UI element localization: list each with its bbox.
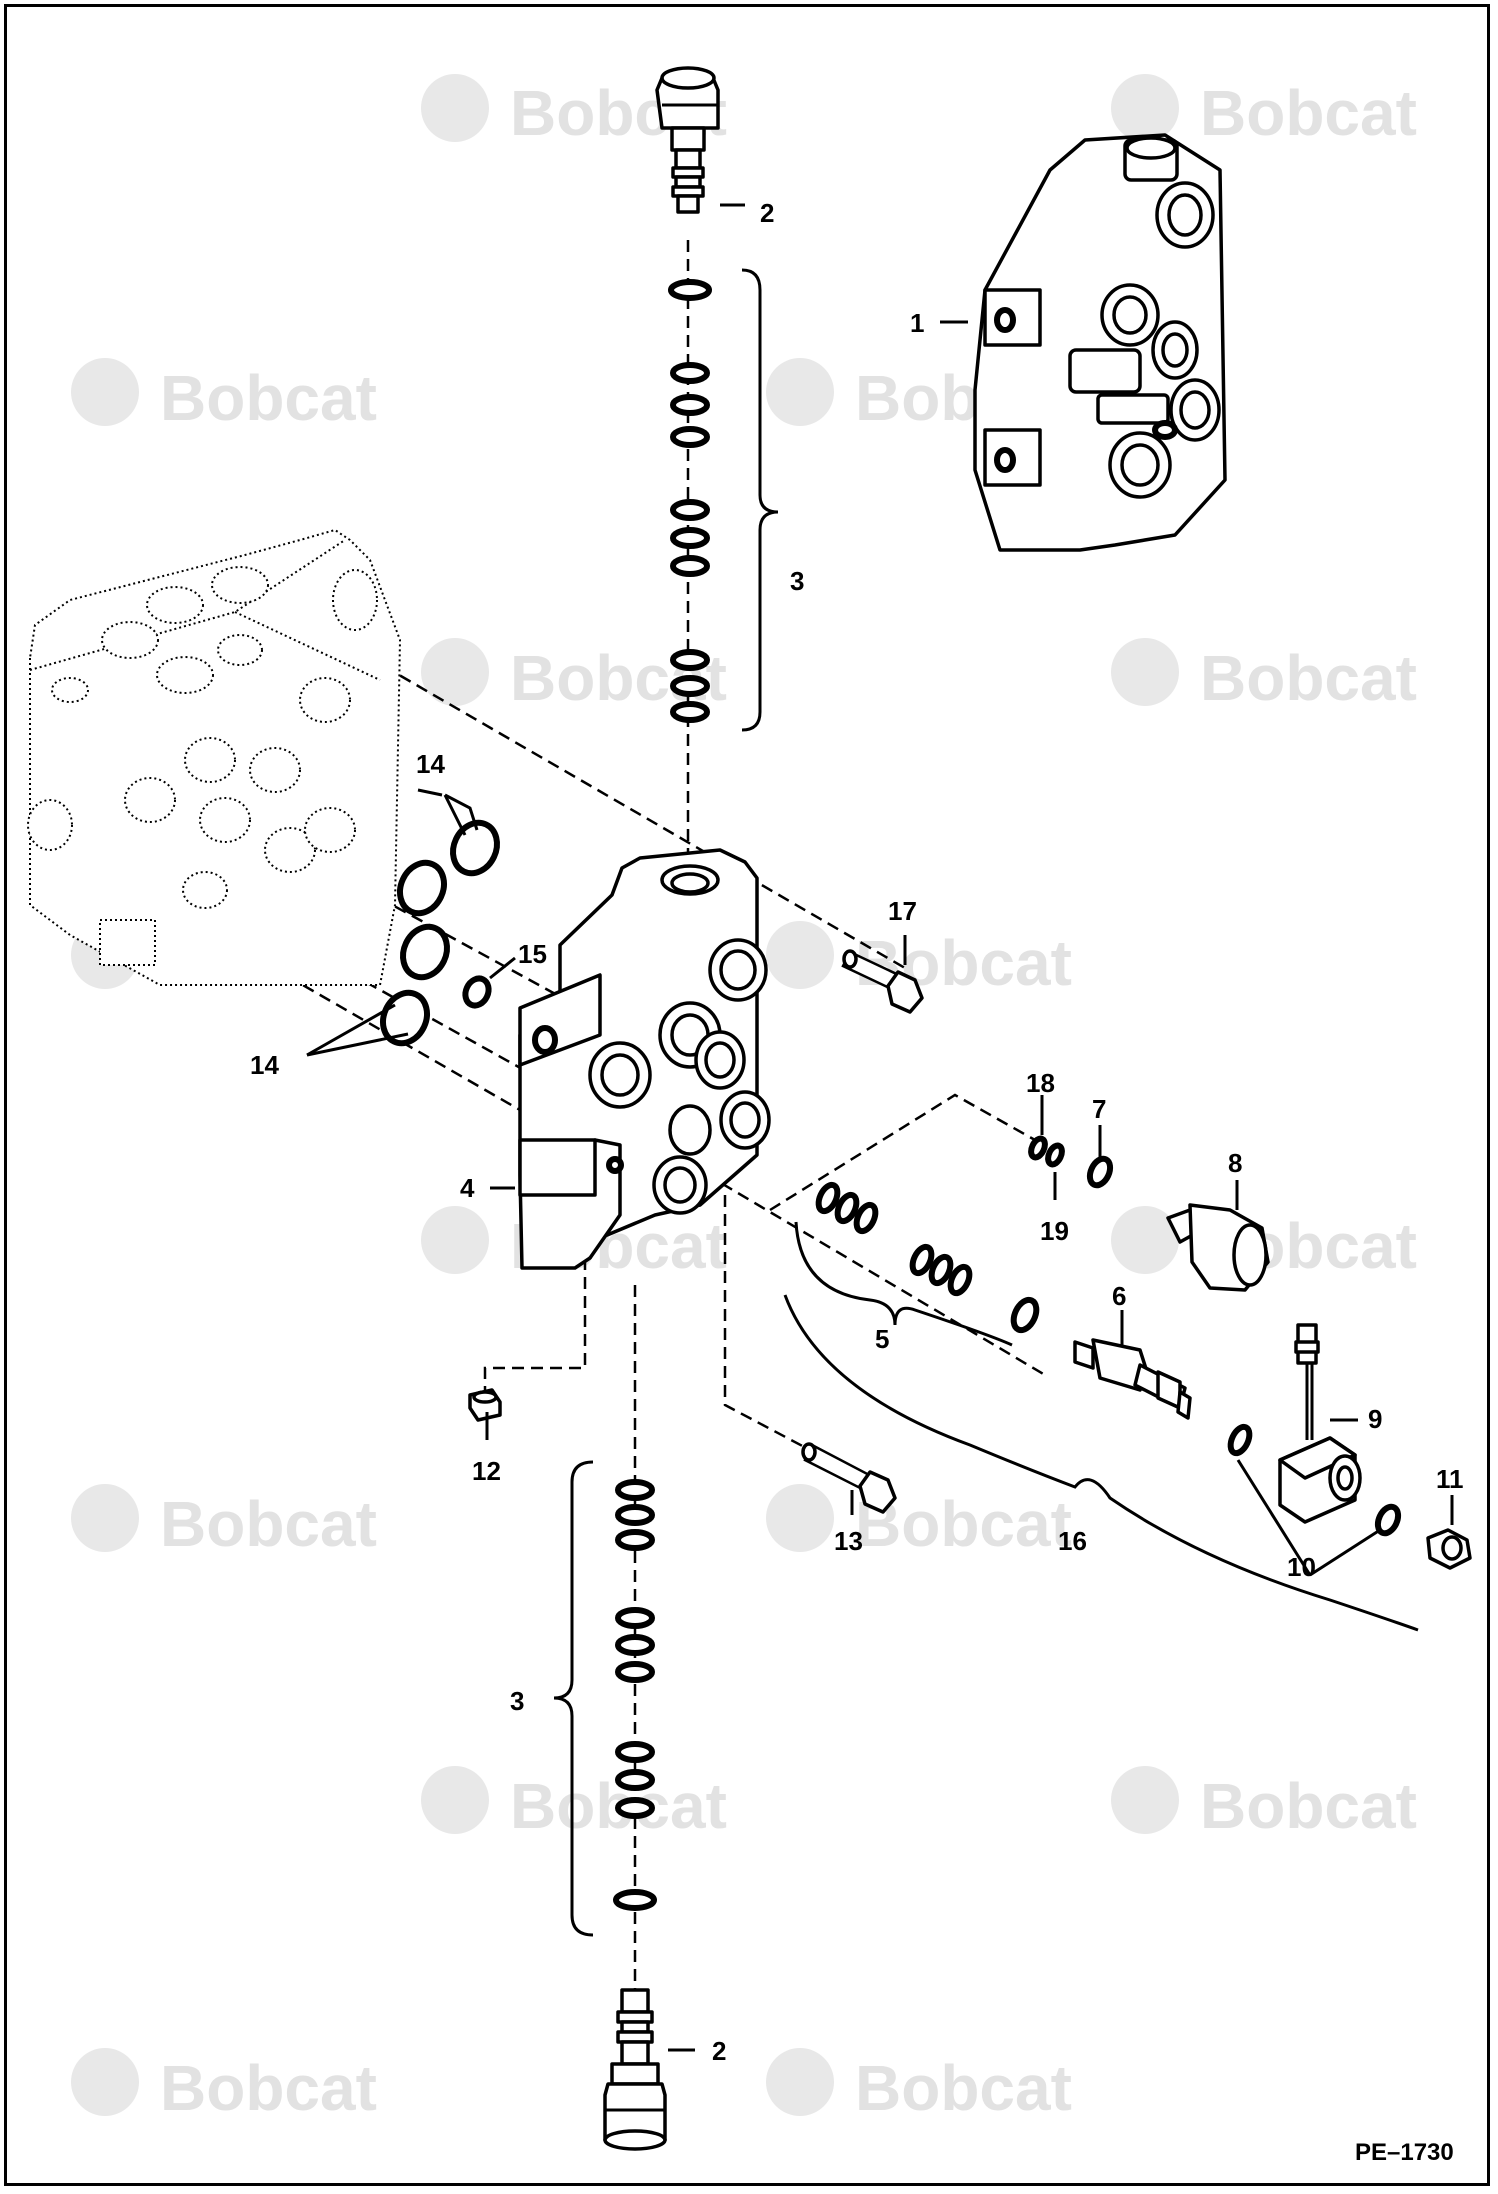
main-valve-block [27,528,402,986]
leader-lines [306,203,1454,2052]
svg-text:Bobcat: Bobcat [855,2052,1072,2124]
bolt-item-17 [841,949,924,1014]
relief-cartridge-top [655,66,720,214]
solenoid-item-9 [1278,1323,1362,1524]
callout-3: 3 [790,566,804,596]
valve-section [518,848,771,1270]
svg-text:Bobcat: Bobcat [160,1488,377,1560]
callout-13: 13 [834,1526,863,1556]
callout-15: 15 [518,939,547,969]
o-ring-item-15 [462,975,492,1009]
relief-valve-assembly [973,133,1227,552]
svg-text:Bobcat: Bobcat [1200,1770,1417,1842]
callout-6: 6 [1112,1281,1126,1311]
svg-text:Bobcat: Bobcat [1200,642,1417,714]
braces [553,268,1419,1937]
o-rings-item-14 [380,819,500,1047]
o-rings-items-18-19 [1028,1135,1065,1168]
callout-18: 18 [1026,1068,1055,1098]
callout-2: 2 [712,2036,726,2066]
callout-12: 12 [472,1456,501,1486]
callout-labels: 2 1 3 14 15 17 14 18 7 8 4 19 6 5 9 11 1… [250,198,1464,2066]
callout-14: 14 [250,1050,279,1080]
watermark: Bobcat [71,2048,377,2124]
diagram-frame [4,4,1490,2186]
callout-17: 17 [888,896,917,926]
callout-14: 14 [416,749,445,779]
nut-item-12 [468,1388,502,1422]
callout-3: 3 [510,1686,524,1716]
watermark: Bobcat [421,1766,727,1842]
o-ring-stack-bottom [613,1479,657,1911]
bolt-item-13 [801,1442,897,1514]
o-ring-item-7 [1086,1155,1114,1189]
callout-11: 11 [1436,1464,1464,1494]
nut-item-11 [1426,1528,1472,1570]
callout-1: 1 [910,308,924,338]
callout-9: 9 [1368,1404,1382,1434]
callout-19: 19 [1040,1216,1069,1246]
relief-cartridge-bottom [603,1988,667,2151]
watermark: Bobcat [1111,74,1417,149]
watermark: Bobcat [1111,638,1417,714]
svg-text:Bobcat: Bobcat [160,2052,377,2124]
callout-10: 10 [1287,1552,1316,1582]
o-rings-item-5 [815,1181,1040,1334]
watermark: Bobcat [71,1484,377,1560]
plug-item-8 [1166,1203,1270,1292]
figure-code: PE–1730 [1355,2139,1454,2166]
callout-7: 7 [1092,1094,1106,1124]
spool-item-6 [1073,1338,1192,1420]
watermark: Bobcat [71,358,377,434]
callout-2: 2 [760,198,774,228]
o-ring-stack-top [668,279,712,723]
svg-text:Bobcat: Bobcat [1200,77,1417,149]
callout-4: 4 [460,1173,475,1203]
callout-16: 16 [1058,1526,1087,1556]
callout-5: 5 [875,1324,889,1354]
watermark: Bobcat [766,1484,1072,1560]
callout-8: 8 [1228,1148,1242,1178]
o-rings-item-10 [1227,1423,1402,1537]
watermark: Bobcat [1111,1766,1417,1842]
svg-text:Bobcat: Bobcat [160,362,377,434]
watermark: Bobcat [766,2048,1072,2124]
